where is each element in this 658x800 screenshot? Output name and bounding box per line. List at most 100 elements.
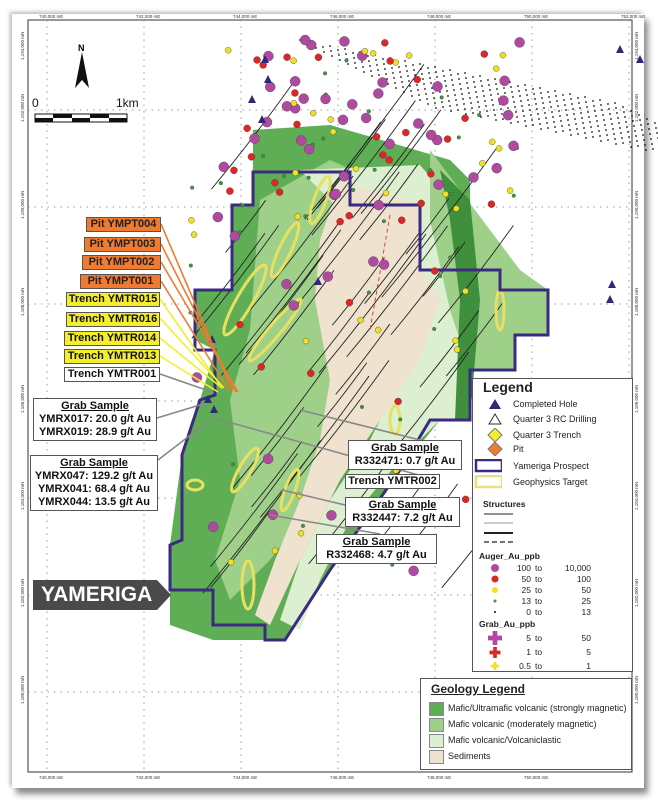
grab-sample-value: YMRX017: 20.0 g/t Au [38,413,152,425]
auger-point [452,337,459,344]
auger-point [417,89,419,91]
auger-point [536,108,538,110]
structure-line [364,233,419,304]
auger-point [366,109,371,114]
auger-point [369,50,377,57]
auger-point [499,51,507,59]
auger-point [428,168,433,173]
circle-symbol-icon [492,587,498,593]
auger-point [600,104,602,106]
structure-line [296,171,400,306]
auger-point [514,37,525,48]
auger-point [475,91,477,93]
auger-point [513,101,515,103]
auger-point [455,99,457,101]
auger-point [447,95,449,97]
auger-point [433,97,435,99]
auger-point [289,76,301,87]
auger-point [622,106,624,108]
range-max: 100 [576,574,591,584]
completed-hole-icon [636,55,644,63]
auger-point [432,92,434,94]
range-from: 25 [521,585,531,595]
auger-point [394,82,396,84]
auger-point [483,95,485,97]
auger-point [515,111,517,113]
auger-point [299,34,311,46]
auger-point [540,92,542,94]
auger-point [225,47,232,54]
grab-sample-value: YMRX047: 129.2 g/t Au [34,470,154,482]
auger-point [568,124,570,126]
auger-point [314,53,323,62]
structure-line [210,453,298,567]
auger-point [572,108,574,110]
auger-point [551,111,553,113]
yellow-diamond-icon [487,428,503,442]
auger-point [425,129,437,141]
auger-point [639,119,641,121]
auger-point [499,75,510,87]
auger-point [517,121,519,123]
easting-label: 748,000 mE [427,14,452,19]
auger-point [516,116,518,118]
range-from: 100 [516,563,531,573]
orange-diamond-icon [487,442,503,456]
auger-point [465,77,467,79]
auger-point [576,128,578,130]
auger-point [602,114,604,116]
auger-point [479,111,481,113]
auger-point [375,59,377,61]
auger-point [588,116,590,118]
easting-label: 746,000 mE [330,775,355,780]
completed-hole-icon [608,280,616,288]
auger-point [566,114,568,116]
auger-point [474,86,476,88]
auger-point [549,101,551,103]
auger-point [378,74,380,76]
grab-sample-value: YMRX041: 68.4 g/t Au [37,483,151,495]
auger-point [432,81,443,92]
auger-point [563,99,565,101]
cross-symbol-icon [488,631,502,645]
auger-point [370,70,372,72]
auger-point [281,101,293,112]
auger-point [506,187,514,194]
auger-point [612,128,614,130]
auger-point [543,107,545,109]
geology-legend-item: Sediments [429,749,491,764]
auger-point [386,57,394,65]
auger-point [453,205,460,212]
auger-point [571,103,573,105]
auger-point [540,128,542,130]
auger-point [208,521,219,533]
auger-point [593,105,595,107]
auger-point [526,94,528,96]
auger-point [630,110,632,112]
geophysics-targets [185,174,506,611]
auger-point [322,271,333,282]
range-to: to [535,563,543,573]
auger-point [420,68,422,70]
auger-point [497,93,499,95]
structure-line [229,366,327,492]
auger-point [393,77,395,79]
auger-point [545,117,547,119]
auger-point [288,300,299,311]
auger-point [327,116,334,123]
auger-point [491,162,502,174]
auger-point [404,60,406,62]
range-max: 50 [581,585,591,595]
auger-point [491,99,493,101]
trench-label-ymtr013: Trench YMTR013 [64,349,160,364]
northing-label: 1,194,000 mN [634,31,639,60]
prospect-name-label: YAMERIGA [33,580,157,610]
color-swatch [429,701,444,716]
auger-point [261,153,266,158]
auger-point [554,90,556,92]
grab-sample-value: YMRX044: 13.5 g/t Au [37,496,151,508]
auger-point [541,97,543,99]
auger-point [587,111,589,113]
auger-point [643,139,645,141]
structure-line [316,118,386,209]
